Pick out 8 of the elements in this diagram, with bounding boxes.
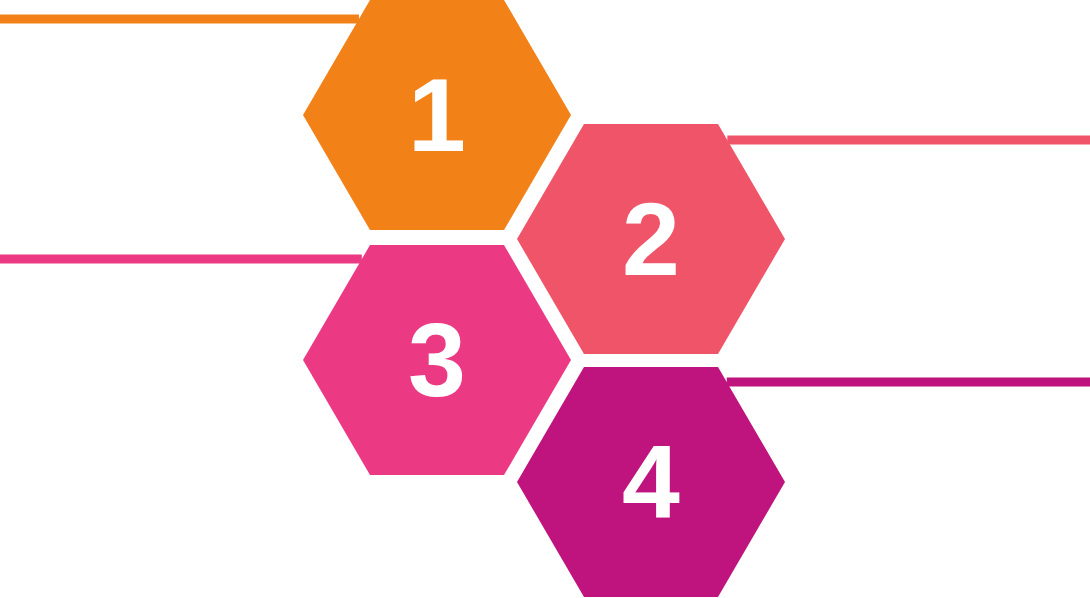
leader-line (0, 14, 359, 24)
leader-line (0, 254, 362, 264)
step-number: 1 (408, 63, 466, 167)
step-number: 4 (622, 430, 680, 534)
step-number: 3 (408, 308, 466, 412)
step-number: 2 (622, 187, 680, 291)
leader-line (727, 135, 1090, 145)
leader-line (726, 377, 1090, 387)
